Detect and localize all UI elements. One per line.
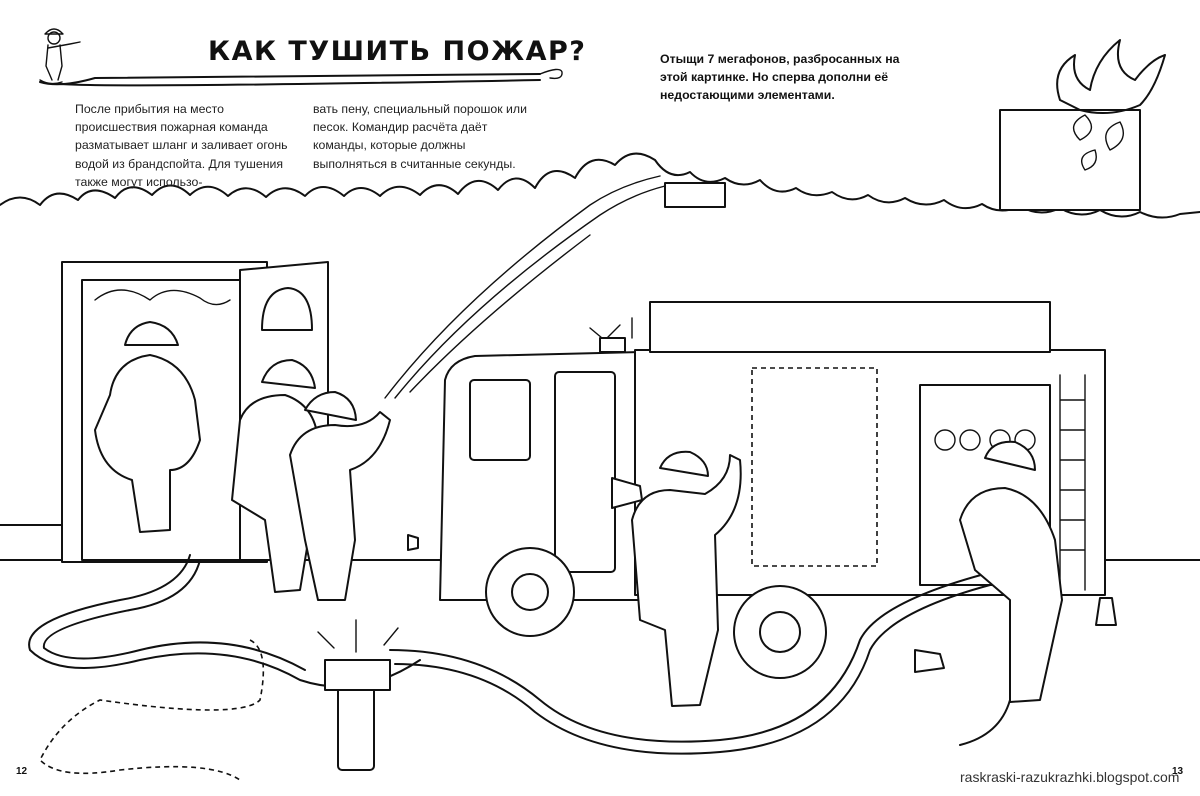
firefighter-with-megaphone (611, 450, 742, 707)
megaphone-icon (407, 534, 1117, 673)
firefighter-mascot-icon (39, 28, 81, 85)
fire-hydrant (317, 619, 399, 771)
watermark: raskraski-razukrazhki.blogspot.com (960, 769, 1180, 785)
fire-truck (439, 301, 1106, 679)
front-wheel (485, 547, 575, 637)
title-block: Как тушить пожар? (28, 22, 588, 92)
cloud-skyline (0, 152, 1200, 219)
water-stream (384, 175, 666, 399)
window-upper-left (664, 182, 726, 208)
hose-left (28, 554, 421, 688)
rear-wheel (733, 585, 827, 679)
dashed-missing-hose (39, 639, 265, 781)
firefighter-with-nozzle (289, 391, 391, 601)
window-upper-right (999, 109, 1141, 211)
title-ornament (39, 28, 563, 87)
fire-flame-icon (1056, 39, 1166, 171)
firefighter-at-panel (959, 440, 1063, 703)
task-instruction: Отыщи 7 мегафонов, разбросанных на этой … (660, 52, 900, 103)
megaphone-icon (611, 477, 643, 509)
intro-column-2: вать пену, специальный порошок или песок… (313, 102, 527, 171)
firefighter-in-doorway (94, 321, 201, 533)
intro-column-1: После прибытия на место происшествия пож… (75, 102, 288, 189)
page-number-left: 12 (16, 766, 28, 777)
page-title: Как тушить пожар? (208, 36, 587, 67)
page-number-right: 13 (1172, 766, 1184, 777)
